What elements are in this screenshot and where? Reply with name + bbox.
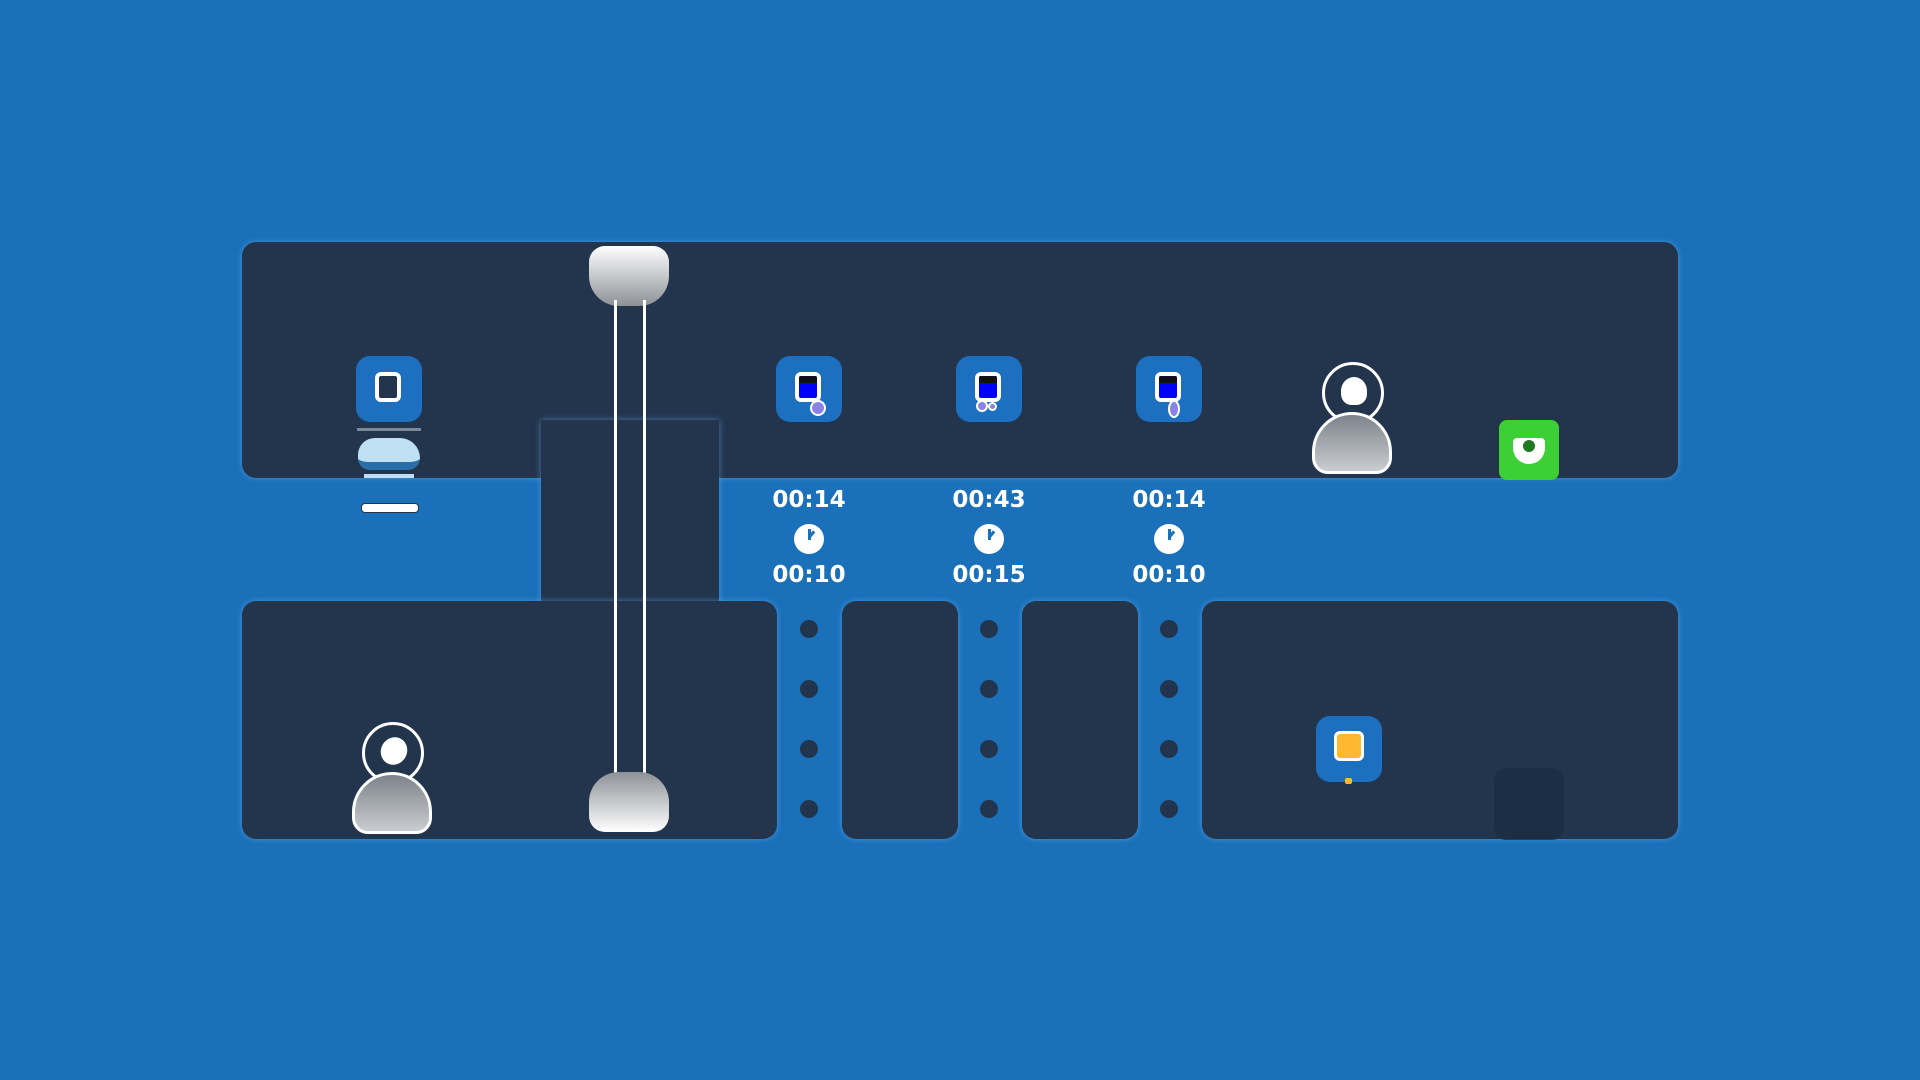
- queue-dot: [980, 800, 998, 818]
- bottom-left-room: [242, 601, 777, 839]
- queue-dot: [1160, 620, 1178, 638]
- clock-icon: [974, 524, 1004, 554]
- elevator-top: [589, 246, 669, 306]
- customer-avatar-top[interactable]: [1312, 362, 1392, 474]
- station-2-timer-bottom: 00:15: [952, 562, 1026, 588]
- elevator-cable-right: [643, 300, 646, 775]
- clock-icon: [1154, 524, 1184, 554]
- bottom-room-2: [1022, 601, 1138, 839]
- monitor-station-1[interactable]: [776, 356, 842, 422]
- queue-dot: [800, 740, 818, 758]
- orange-item-icon: [1334, 731, 1364, 761]
- queue-dot: [1160, 680, 1178, 698]
- monitor-station-2[interactable]: [956, 356, 1022, 422]
- monitor-icon: [795, 372, 821, 402]
- monitor-icon: [375, 372, 401, 402]
- queue-dot: [1160, 740, 1178, 758]
- shadow-silhouette: [1494, 768, 1564, 840]
- monitor-icon: [975, 372, 1001, 402]
- queue-dot: [980, 680, 998, 698]
- elevator-cable-left: [614, 300, 617, 775]
- station-1-timer-top: 00:14: [772, 487, 846, 513]
- clock-icon: [794, 524, 824, 554]
- queue-dot: [1160, 800, 1178, 818]
- station-2-timer-top: 00:43: [952, 487, 1026, 513]
- monitor-station-start[interactable]: [356, 356, 422, 422]
- orange-item-station[interactable]: [1316, 716, 1382, 784]
- queue-dot: [980, 740, 998, 758]
- green-monster[interactable]: [1499, 420, 1559, 480]
- eye-icon: [1513, 438, 1545, 464]
- elevator-bottom: [589, 772, 669, 832]
- monitor-icon: [1155, 372, 1181, 402]
- progress-bar: [361, 503, 419, 513]
- station-3-timer-top: 00:14: [1132, 487, 1206, 513]
- bottom-room-1: [842, 601, 958, 839]
- drop-icon: [976, 400, 988, 412]
- monitor-station-3[interactable]: [1136, 356, 1202, 422]
- station-1-timer-bottom: 00:10: [772, 562, 846, 588]
- bottom-right-room: [1202, 601, 1678, 839]
- customer-avatar-bottom[interactable]: [352, 722, 432, 834]
- drop-icon: [1168, 400, 1180, 418]
- queue-dot: [800, 800, 818, 818]
- station-3-timer-bottom: 00:10: [1132, 562, 1206, 588]
- queue-dot: [980, 620, 998, 638]
- queue-dot: [800, 680, 818, 698]
- drop-icon: [810, 400, 826, 416]
- queue-dot: [800, 620, 818, 638]
- helicopter-icon[interactable]: [352, 428, 426, 482]
